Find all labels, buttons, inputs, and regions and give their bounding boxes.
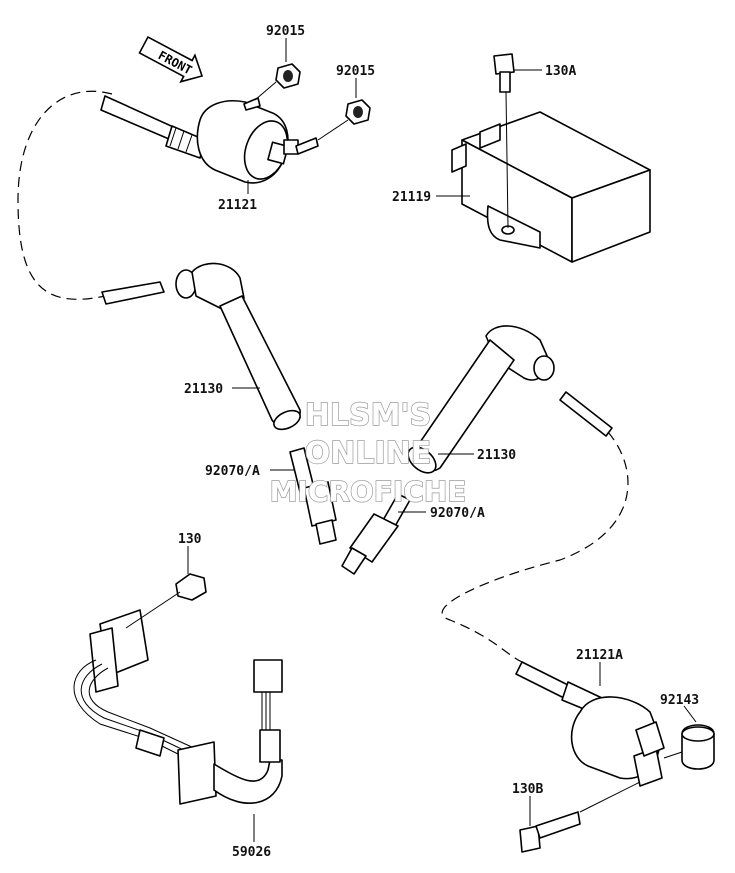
label-59026: 59026 (232, 845, 271, 860)
label-130B: 130B (512, 782, 543, 797)
ignition-coil-21121 (100, 95, 319, 184)
leader-130B-link (579, 781, 641, 813)
label-92015-b: 92015 (336, 64, 375, 79)
leader-92143-link (663, 751, 683, 759)
ignitor-unit-21119 (451, 111, 651, 263)
label-21121A: 21121A (576, 648, 623, 663)
leader-92015-b (317, 119, 349, 141)
lead-wire-dashed-right (441, 431, 629, 665)
bolt-130A (493, 53, 515, 93)
bolt-130B (519, 811, 581, 853)
spark-plug-92070A-left (289, 447, 337, 545)
front-arrow: FRONT (138, 35, 204, 83)
watermark: HLSM'S ONLINE MICROFICHE (269, 397, 467, 508)
watermark-line-1: HLSM'S (305, 398, 431, 433)
leader-130-link (125, 591, 181, 629)
leader-130A-to-unit (505, 91, 509, 229)
spark-plug-92070A-right (341, 493, 411, 575)
ignition-coil-21121A (515, 661, 665, 787)
label-92070A-left: 92070/A (205, 464, 260, 479)
cap-92143 (681, 724, 715, 770)
nut-92015-a (275, 63, 301, 89)
nut-92015-b (345, 99, 371, 125)
label-21130-left: 21130 (184, 382, 223, 397)
leader-lines (187, 38, 697, 842)
label-21121: 21121 (218, 198, 257, 213)
harness-59026 (73, 573, 283, 805)
wire-end-left (101, 281, 165, 305)
label-130: 130 (178, 532, 202, 547)
spark-plug-cap-21130-right (407, 325, 555, 474)
label-92070A-right: 92070/A (430, 506, 485, 521)
spark-plug-cap-21130-left (175, 262, 301, 431)
leader-92015-a (254, 81, 277, 101)
label-21130-right: 21130 (477, 448, 516, 463)
label-21119: 21119 (392, 190, 431, 205)
watermark-line-2: ONLINE (305, 436, 432, 471)
lead-wire-dashed-left (17, 90, 113, 300)
wire-end-right (559, 391, 613, 437)
label-92143: 92143 (660, 693, 699, 708)
label-130A: 130A (545, 64, 576, 79)
watermark-line-3: MICROFICHE (270, 475, 467, 508)
label-92015-a: 92015 (266, 24, 305, 39)
